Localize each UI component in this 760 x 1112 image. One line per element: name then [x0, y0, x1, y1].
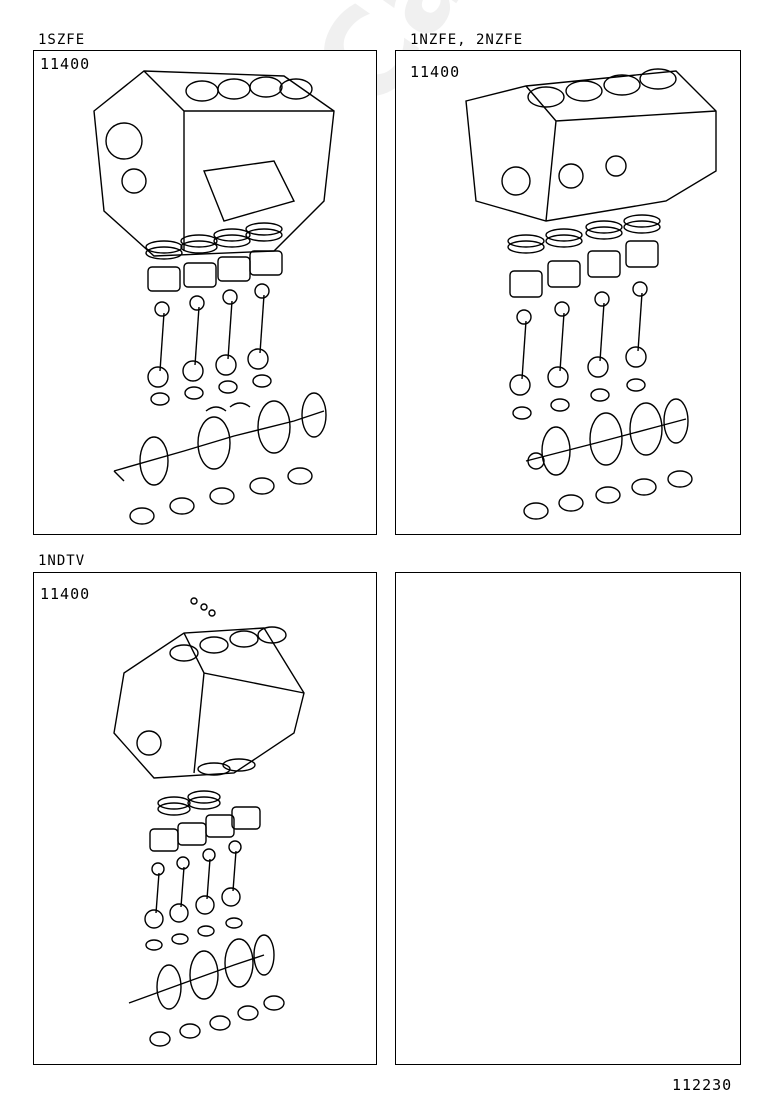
- engine-label-1nzfe-2nzfe: 1NZFE, 2NZFE: [410, 32, 524, 48]
- panel-1szfe: 11400: [33, 50, 377, 535]
- panel-1ndtv: 11400: [33, 572, 377, 1065]
- panel-1nzfe-2nzfe: 11400: [395, 50, 741, 535]
- engine-block-illustration: [113, 597, 305, 1047]
- engine-label-1ndtv: 1NDTV: [38, 553, 86, 569]
- part-number: 11400: [40, 55, 91, 73]
- panel-empty: [395, 572, 741, 1065]
- engine-block-illustration: [465, 68, 717, 520]
- part-number: 11400: [410, 63, 461, 81]
- engine-block-illustration: [93, 70, 335, 525]
- figure-number: 112230: [672, 1076, 733, 1094]
- part-number: 11400: [40, 585, 91, 603]
- engine-label-1szfe: 1SZFE: [38, 32, 86, 48]
